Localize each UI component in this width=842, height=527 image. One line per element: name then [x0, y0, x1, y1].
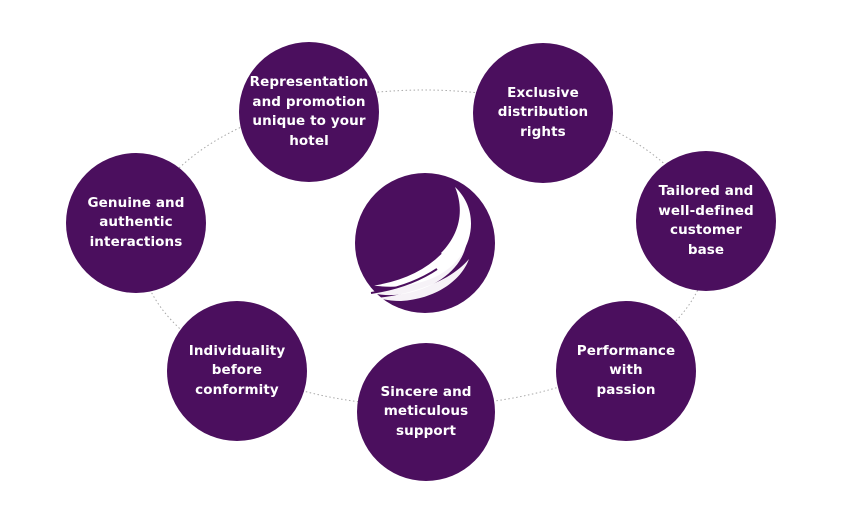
value-circle-representation: Representation and promotion unique to y…	[239, 42, 379, 182]
value-label: Representation and promotion unique to y…	[249, 74, 369, 149]
value-label: Genuine and authentic interactions	[87, 194, 185, 250]
value-circle-individuality: Individuality before conformity	[167, 301, 307, 441]
value-label: Tailored and well-defined customer base	[658, 183, 754, 258]
wing-logo-icon	[355, 173, 495, 313]
value-label: Performance with passion	[576, 342, 676, 398]
center-logo	[355, 173, 495, 313]
value-circle-interactions: Genuine and authentic interactions	[66, 153, 206, 293]
value-circle-customer-base: Tailored and well-defined customer base	[636, 151, 776, 291]
value-circle-performance: Performance with passion	[556, 301, 696, 441]
value-label: Sincere and meticulous support	[380, 383, 472, 439]
value-circle-support: Sincere and meticulous support	[357, 343, 495, 481]
value-circle-distribution: Exclusive distribution rights	[473, 43, 613, 183]
value-label: Exclusive distribution rights	[497, 84, 589, 140]
value-label: Individuality before conformity	[188, 342, 286, 398]
